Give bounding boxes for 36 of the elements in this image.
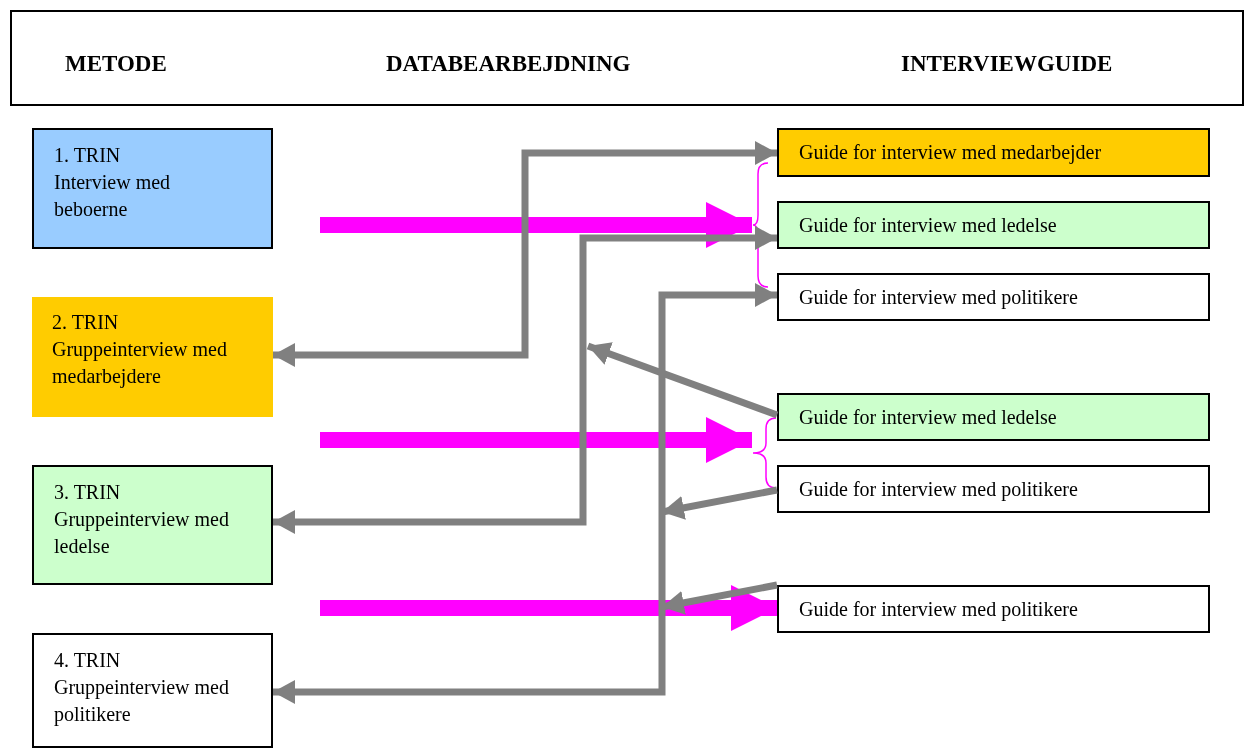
curly-brace [752,417,776,489]
step-box [32,465,273,585]
arrow [273,141,777,367]
arrow [586,342,779,419]
column-heading: INTERVIEWGUIDE [901,52,1113,75]
step-number: 3. TRIN [54,480,122,505]
guide-title: Guide for interview med politikere [799,476,1079,503]
header-band [10,10,1244,106]
step-number: 2. TRIN [52,310,120,335]
guide-title: Guide for interview med politikere [799,596,1079,623]
column-heading: DATABEARBEJDNING [386,52,631,75]
arrow [273,283,777,704]
step-description: Gruppeinterview med ledelse [54,507,229,559]
guide-box [777,273,1210,321]
guide-box [777,465,1210,513]
guide-title: Guide for interview med ledelse [799,404,1058,430]
step-number: 1. TRIN [54,143,122,168]
guide-box [777,393,1210,441]
arrow [273,226,777,534]
guide-box [777,585,1210,633]
step-box [32,297,273,417]
column-heading: METODE [65,52,167,75]
guide-box [777,201,1210,249]
step-box [32,633,273,748]
guide-title: Guide for interview med ledelse [799,212,1058,238]
guide-box [777,128,1210,177]
step-description: Gruppeinterview med medarbejdere [52,337,227,390]
step-number: 4. TRIN [54,648,122,673]
step-box [32,128,273,249]
guide-title: Guide for interview med medarbejder [799,140,1103,166]
step-description: Gruppeinterview med politikere [54,675,229,728]
thick-arrow [320,417,752,463]
thick-arrow [320,585,777,631]
guide-title: Guide for interview med politikere [799,284,1079,311]
thick-arrow [320,202,752,248]
step-description: Interview med beboerne [54,170,172,222]
